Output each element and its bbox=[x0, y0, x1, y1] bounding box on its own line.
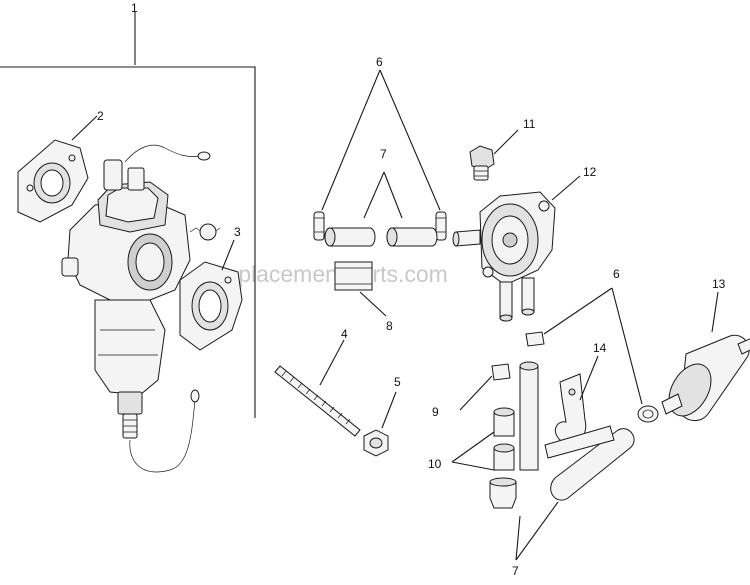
lower-hose-group bbox=[451, 287, 750, 561]
callout-3: 3 bbox=[234, 225, 241, 239]
callout-1: 1 bbox=[131, 1, 138, 15]
fitting bbox=[469, 129, 519, 181]
callout-7-upper: 7 bbox=[380, 147, 387, 161]
callout-11: 11 bbox=[523, 117, 536, 131]
nut bbox=[363, 391, 397, 457]
callout-13: 13 bbox=[712, 277, 726, 291]
upper-hose-group bbox=[313, 69, 447, 317]
callout-10: 10 bbox=[428, 457, 442, 471]
fuel-pump bbox=[452, 175, 581, 322]
callout-14: 14 bbox=[593, 341, 607, 355]
callout-6-lower: 6 bbox=[613, 267, 620, 281]
callout-8: 8 bbox=[386, 319, 393, 333]
callout-9: 9 bbox=[432, 405, 439, 419]
callout-7-lower: 7 bbox=[512, 564, 519, 578]
callout-5: 5 bbox=[394, 375, 401, 389]
callout-6-upper: 6 bbox=[376, 55, 383, 69]
assembly-bracket bbox=[0, 12, 256, 418]
stud bbox=[274, 339, 361, 437]
callout-12: 12 bbox=[583, 165, 597, 179]
callout-4: 4 bbox=[341, 327, 348, 341]
gasket-left bbox=[17, 115, 98, 223]
callout-2: 2 bbox=[97, 109, 104, 123]
gasket-right bbox=[179, 239, 243, 351]
callout-labels: 1 2 3 4 5 6 7 8 9 10 11 12 13 14 6 7 bbox=[97, 1, 726, 578]
carburetor-assembly bbox=[61, 144, 221, 473]
